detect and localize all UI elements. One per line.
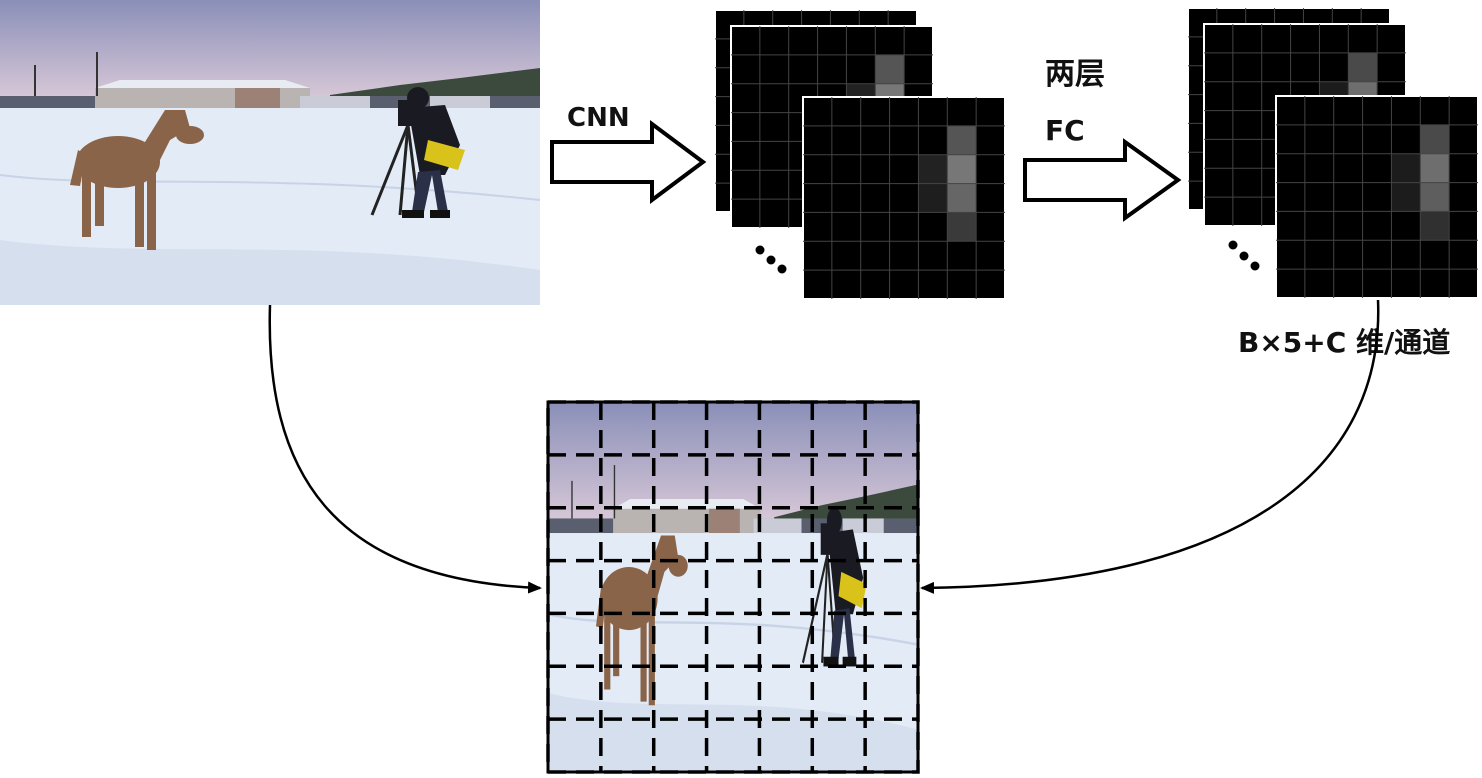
image-to-grid-arrow (268, 304, 542, 594)
grid-border (546, 400, 920, 774)
cnn-label: CNN (567, 103, 630, 133)
activation-cell (947, 212, 977, 242)
activation-cell (918, 154, 948, 184)
activation-cell (947, 125, 977, 155)
activation-cell (1348, 52, 1378, 82)
output-dims-label: B×5+C 维/通道 (1238, 326, 1450, 359)
cnn-stack-ellipsis (755, 245, 787, 274)
output-tensor-maps (1187, 7, 1479, 299)
output-stack-ellipsis (1228, 240, 1260, 271)
activation-cell (875, 54, 905, 84)
activation-cell (947, 154, 977, 184)
cnn-feature-maps (714, 9, 1006, 300)
fc-label-line1: 两层 (1045, 57, 1105, 92)
activation-cell (1420, 153, 1450, 183)
grid-image (546, 400, 920, 774)
cnn-feature-map-front (802, 96, 1006, 300)
cnn-hollow-arrow (550, 120, 707, 204)
fc-hollow-arrow (1023, 138, 1182, 222)
activation-cell (918, 183, 948, 213)
activation-cell (1420, 124, 1450, 154)
grid-cell-lines (546, 400, 920, 774)
fc-label-line2: FC (1045, 114, 1085, 147)
input-image (0, 0, 542, 307)
tensor-to-grid-arrow (920, 299, 1380, 594)
activation-cell (1391, 182, 1421, 212)
activation-cell (1420, 211, 1450, 241)
activation-cell (1391, 153, 1421, 183)
output-map-front (1275, 95, 1479, 299)
activation-cell (1420, 182, 1450, 212)
activation-cell (947, 183, 977, 213)
